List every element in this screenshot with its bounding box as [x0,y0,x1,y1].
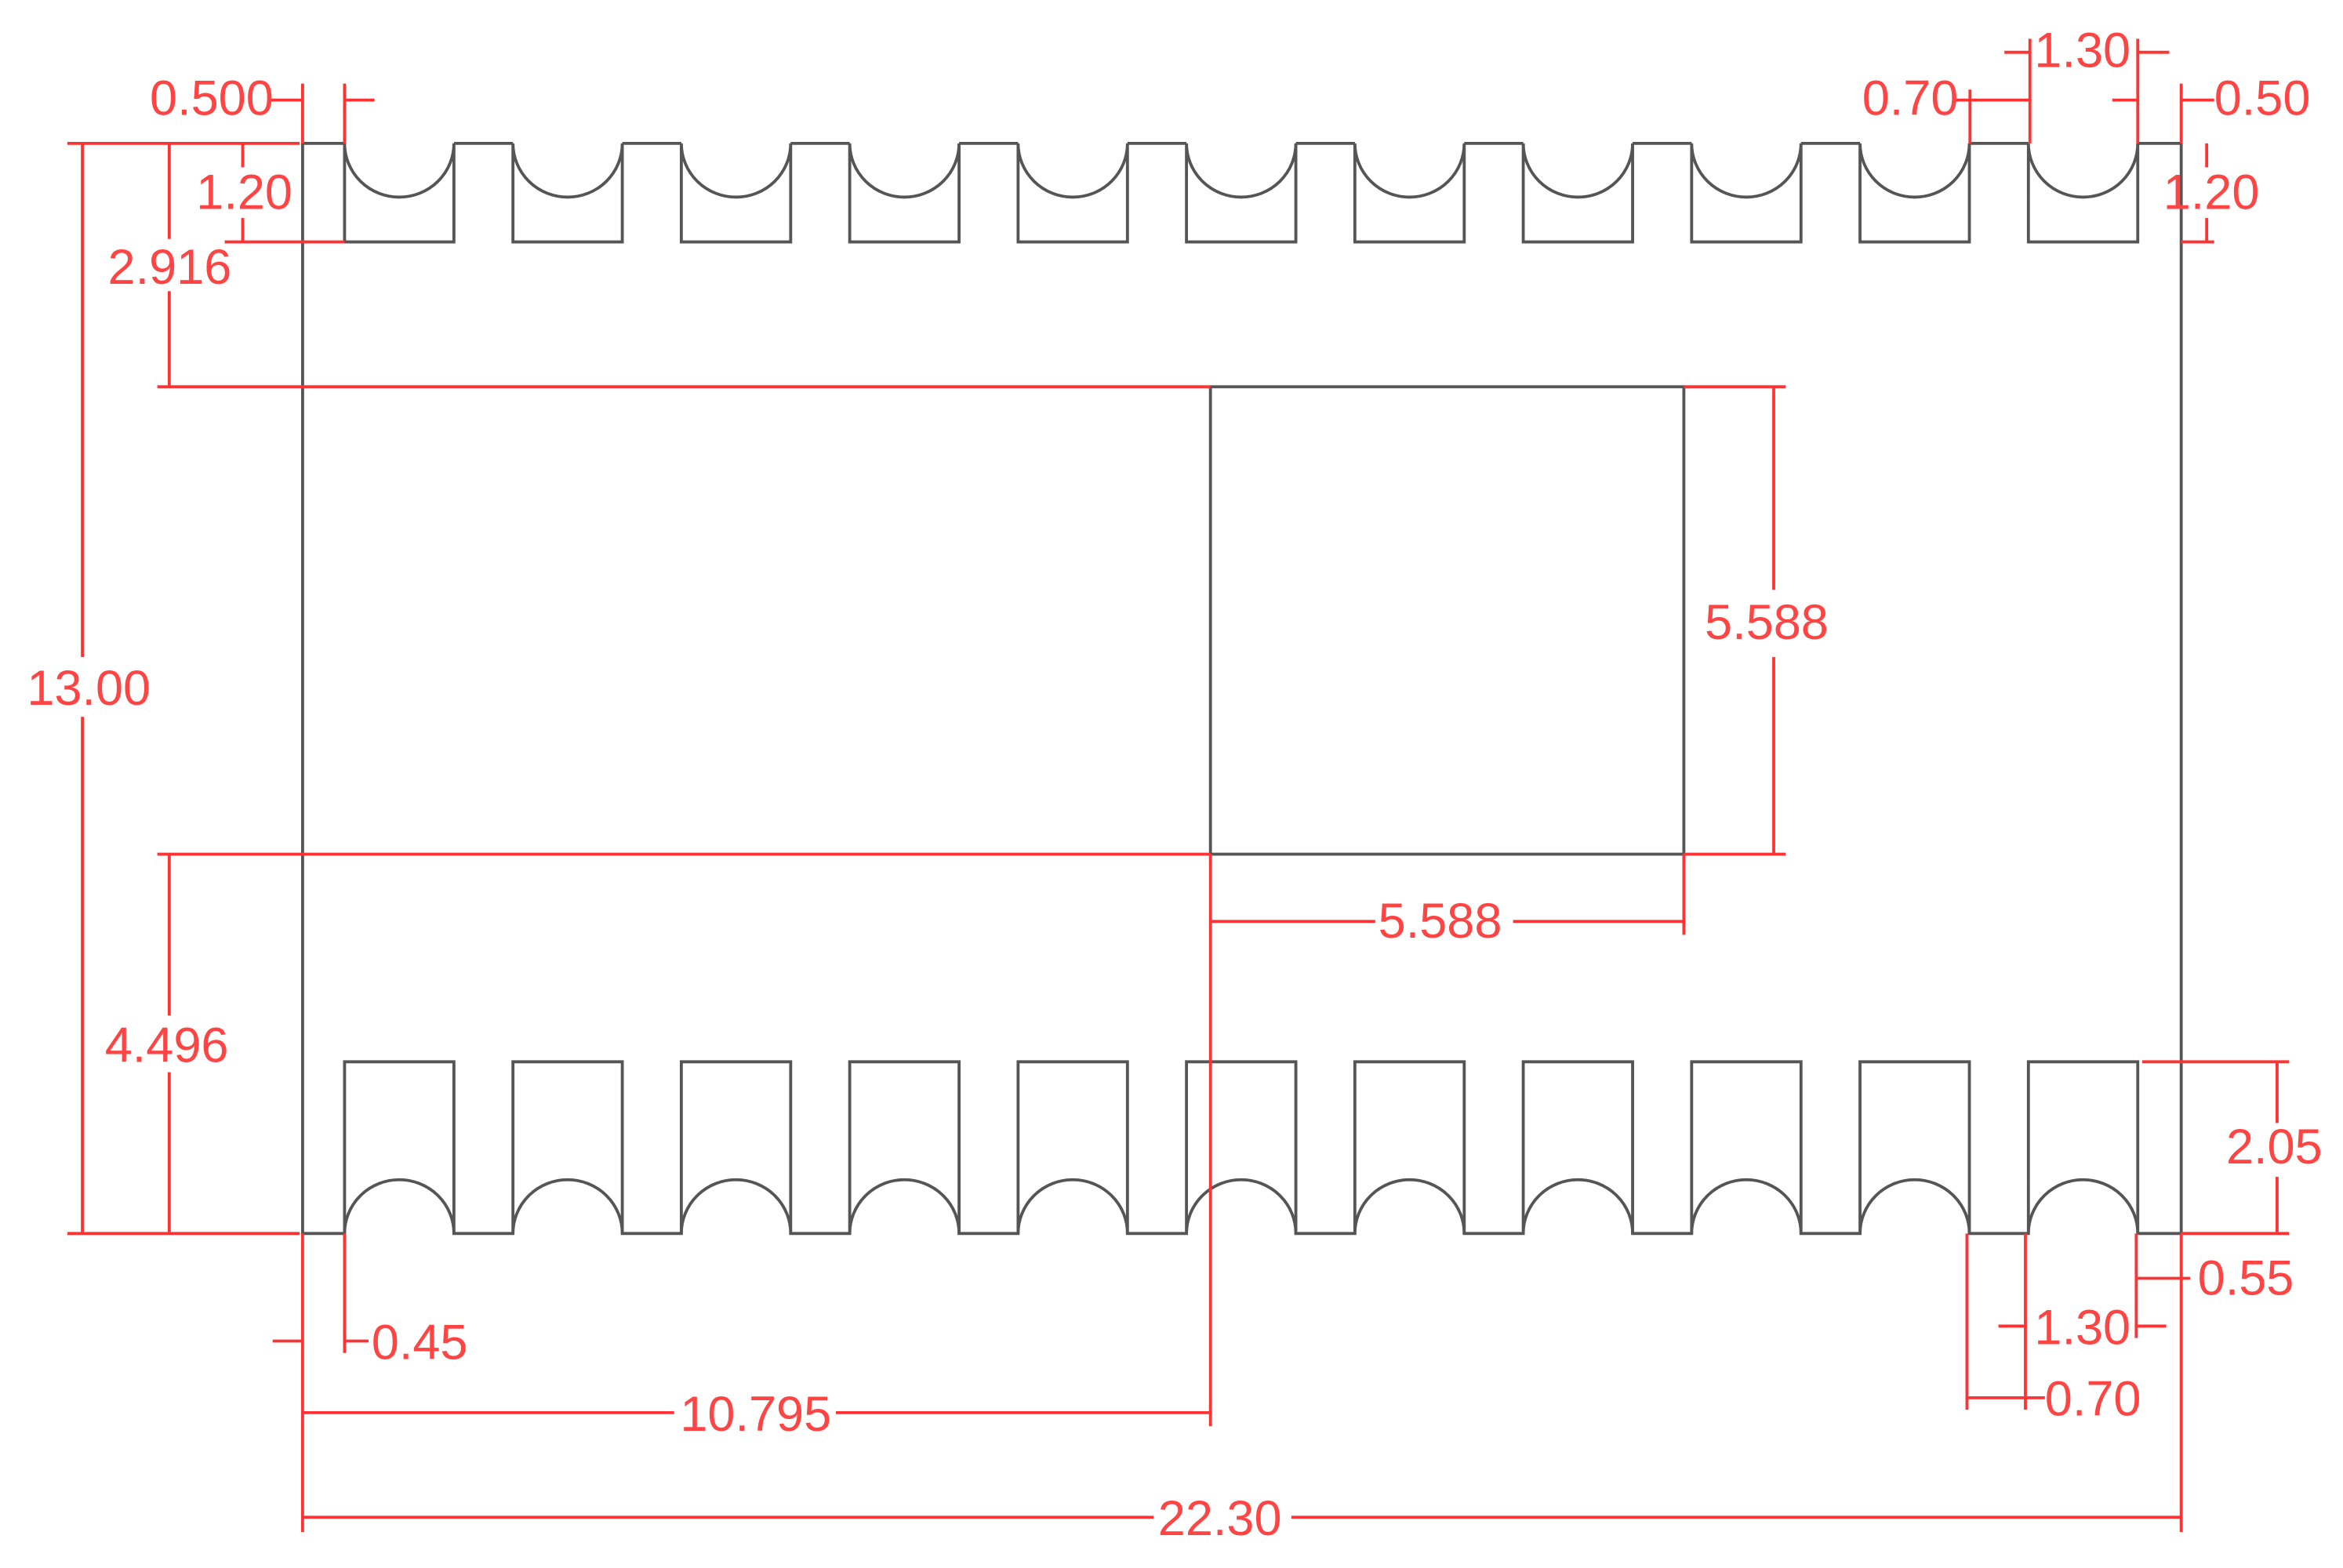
bottom-pad [2026,1060,2140,1234]
bottom-pad [511,1060,624,1234]
dim-top-pad-width: 0.70 [1862,71,1959,126]
dim-window-height: 5.588 [1705,595,1829,650]
top-pad [1185,143,1298,244]
bottom-pad [1858,1060,1971,1234]
module-outline [301,143,2183,1236]
dim-top-to-window: 2.916 [108,240,232,295]
top-pad [1690,143,1803,244]
dim-window-offset-x: 10.795 [680,1387,831,1442]
dim-bottom-to-window: 4.496 [105,1018,229,1073]
top-pad [1016,143,1129,244]
top-pad [679,143,793,244]
dimension-lines [67,38,2290,1533]
dim-bottom-right-edge: 0.55 [2198,1251,2294,1306]
bottom-pad [1353,1060,1466,1234]
dim-top-pad-depth-left: 1.20 [196,165,292,220]
dim-bottom-pad-depth: 2.05 [2226,1120,2323,1174]
bottom-pad [1521,1060,1634,1234]
top-pad [848,143,961,244]
bottom-pad [679,1060,793,1234]
dim-top-pad-depth-right: 1.20 [2163,165,2260,220]
dim-bottom-pitch: 1.30 [2034,1300,2130,1355]
bottom-pad-row [343,1060,2140,1237]
dim-overall-width: 22.30 [1158,1491,1282,1546]
bottom-pad [1185,1060,1298,1234]
top-pad [1858,143,1971,244]
top-pad [1521,143,1634,244]
bottom-pad [1016,1060,1129,1234]
dim-overall-height: 13.00 [27,661,151,716]
top-pad [1353,143,1466,244]
dim-bottom-pad-width: 0.70 [2045,1372,2141,1427]
dim-bottom-left-edge: 0.45 [372,1315,468,1370]
dim-window-width: 5.588 [1379,894,1502,949]
top-pad-row [302,140,2181,244]
dim-top-left-edge: 0.500 [150,71,274,126]
top-pad [511,143,624,244]
shield-window [1208,385,1686,856]
dim-top-pitch: 1.30 [2034,24,2130,78]
bottom-pad [848,1060,961,1234]
top-pad [2026,143,2140,244]
top-pad [343,143,456,244]
dimension-labels: 0.500 1.30 0.70 0.50 1.20 1.20 2.916 13.… [27,24,2322,1546]
dim-top-right-edge: 0.50 [2214,71,2311,126]
bottom-pad [1690,1060,1803,1234]
bottom-pad [343,1060,456,1234]
